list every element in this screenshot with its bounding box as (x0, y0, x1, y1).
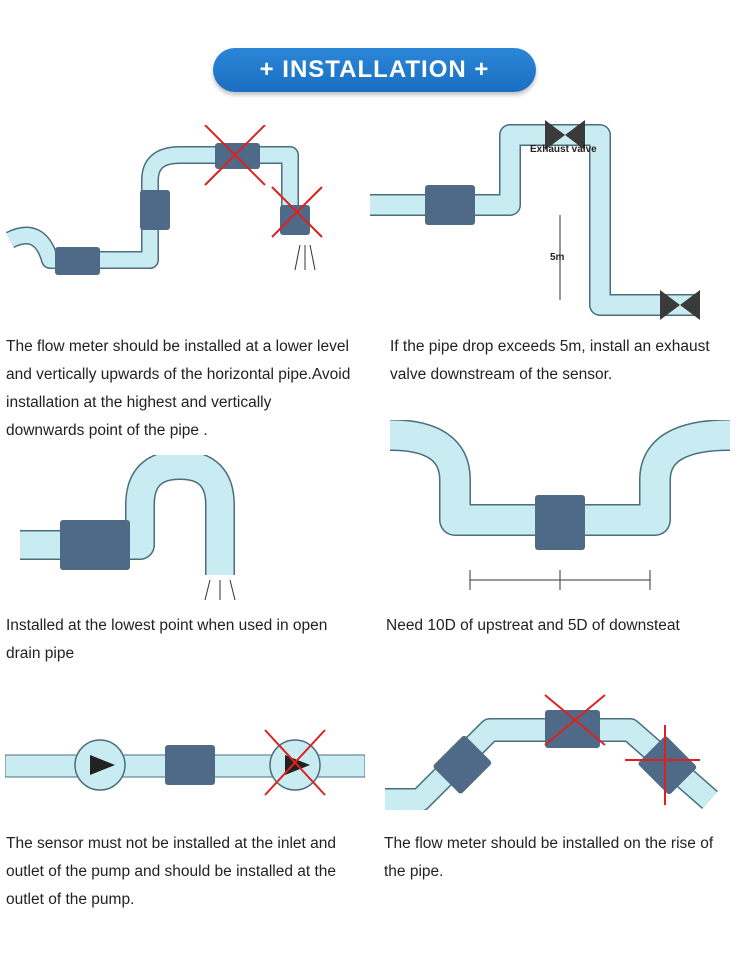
diagram-exhaust-valve: Exhaust valve 5m (370, 120, 700, 320)
diagram-low-level-install (5, 125, 323, 275)
diagram-rise-of-pipe (385, 694, 718, 810)
caption-straight-length: Need 10D of upstreat and 5D of downsteat (386, 617, 680, 634)
caption-rise-of-pipe: The flow meter should be installed on th… (384, 835, 714, 880)
drop-height-label: 5m (550, 252, 565, 263)
diagram-open-drain (20, 455, 236, 601)
diagram-straight-length (389, 420, 731, 590)
caption-low-level: The flow meter should be installed at a … (6, 338, 351, 439)
exhaust-valve-label: Exhaust valve (530, 144, 597, 155)
installation-banner: + INSTALLATION + (213, 48, 536, 92)
caption-exhaust-valve: If the pipe drop exceeds 5m, install an … (390, 338, 710, 383)
diagram-pump (5, 729, 365, 796)
caption-pump: The sensor must not be installed at the … (6, 835, 337, 908)
banner-title: + INSTALLATION + (259, 56, 490, 83)
caption-open-drain: Installed at the lowest point when used … (6, 617, 328, 662)
